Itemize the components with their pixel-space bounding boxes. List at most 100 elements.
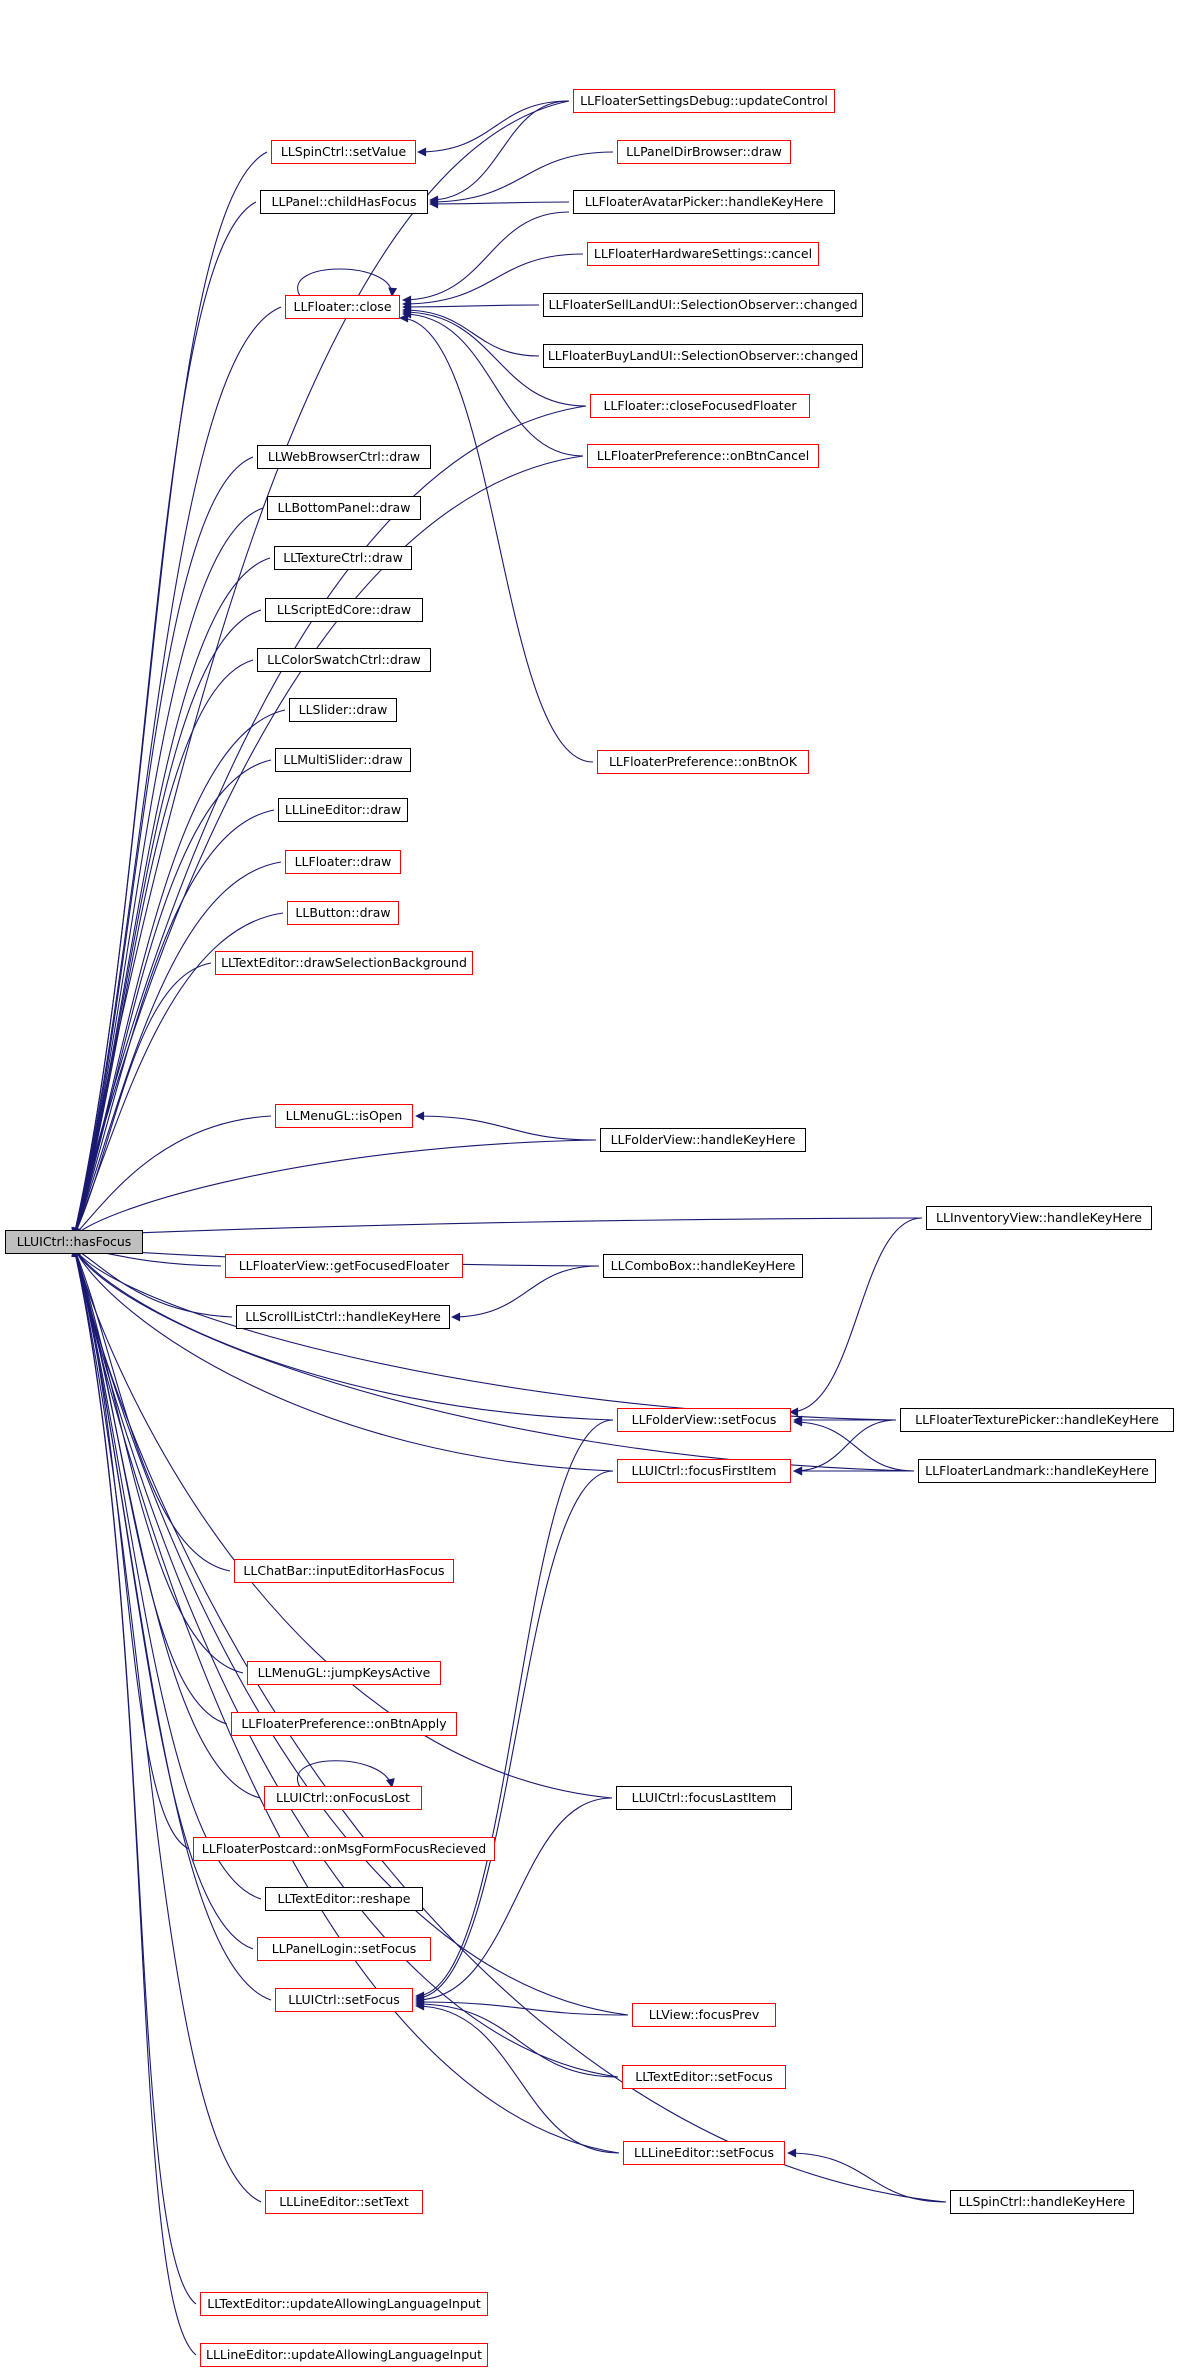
node-spin-ctrl-set-value[interactable]: LLSpinCtrl::setValue xyxy=(271,140,416,164)
edge-secondary-0 xyxy=(417,100,570,157)
node-menu-is-open[interactable]: LLMenuGL::isOpen xyxy=(275,1104,413,1128)
node-view-focus-prev[interactable]: LLView::focusPrev xyxy=(632,2003,776,2027)
node-preference-btn-apply[interactable]: LLFloaterPreference::onBtnApply xyxy=(231,1712,457,1736)
edge-secondary-5 xyxy=(402,253,584,309)
edge-secondary-20 xyxy=(415,1797,613,2005)
edge-secondary-6 xyxy=(402,302,540,312)
node-inventory-view-handle-key[interactable]: LLInventoryView::handleKeyHere xyxy=(926,1206,1152,1230)
edge-to-root-23 xyxy=(73,1247,614,1421)
node-landmark-handle-key[interactable]: LLFloaterLandmark::handleKeyHere xyxy=(918,1459,1156,1483)
node-button-draw[interactable]: LLButton::draw xyxy=(287,901,399,925)
edge-to-root-28 xyxy=(72,1247,244,1674)
node-combo-box-handle-key[interactable]: LLComboBox::handleKeyHere xyxy=(603,1254,803,1278)
node-panel-login-set-focus[interactable]: LLPanelLogin::setFocus xyxy=(257,1937,431,1961)
node-floater-view-get-focused[interactable]: LLFloaterView::getFocusedFloater xyxy=(225,1254,463,1278)
edge-to-root-22 xyxy=(73,1247,233,1318)
edge-secondary-7 xyxy=(402,305,540,357)
edge-to-root-17 xyxy=(73,1115,272,1237)
node-texture-ctrl-draw[interactable]: LLTextureCtrl::draw xyxy=(274,546,412,570)
edge-secondary-23 xyxy=(415,2001,620,2154)
node-panel-child-has-focus[interactable]: LLPanel::childHasFocus xyxy=(260,190,428,214)
edge-secondary-12 xyxy=(451,1265,600,1322)
edge-to-root-27 xyxy=(72,1247,231,1572)
edge-to-root-26 xyxy=(73,1247,915,1472)
edge-secondary-19 xyxy=(415,1470,614,2003)
edge-secondary-2 xyxy=(429,151,614,207)
node-line-editor-draw[interactable]: LLLineEditor::draw xyxy=(278,798,408,822)
node-text-editor-reshape[interactable]: LLTextEditor::reshape xyxy=(265,1887,423,1911)
node-text-editor-draw-selection-bg[interactable]: LLTextEditor::drawSelectionBackground xyxy=(215,951,473,975)
node-texture-picker-handle-key[interactable]: LLFloaterTexturePicker::handleKeyHere xyxy=(900,1408,1174,1432)
node-chat-bar-input-focus[interactable]: LLChatBar::inputEditorHasFocus xyxy=(234,1559,454,1583)
edge-secondary-22 xyxy=(415,1999,619,2078)
edge-to-root-11 xyxy=(72,709,286,1237)
node-text-editor-lang-input[interactable]: LLTextEditor::updateAllowingLanguageInpu… xyxy=(200,2292,488,2316)
node-bottom-panel-draw[interactable]: LLBottomPanel::draw xyxy=(267,496,421,520)
edge-to-root-37 xyxy=(71,1247,619,2078)
node-uictrl-has-focus[interactable]: LLUICtrl::hasFocus xyxy=(5,1230,143,1254)
edge-secondary-21 xyxy=(415,1997,629,2016)
node-multi-slider-draw[interactable]: LLMultiSlider::draw xyxy=(275,748,411,772)
node-script-ed-core-draw[interactable]: LLScriptEdCore::draw xyxy=(265,598,423,622)
edge-to-root-2 xyxy=(71,201,257,1237)
node-text-editor-set-focus[interactable]: LLTextEditor::setFocus xyxy=(622,2065,786,2089)
node-color-swatch-draw[interactable]: LLColorSwatchCtrl::draw xyxy=(257,648,431,672)
node-spin-ctrl-handle-key[interactable]: LLSpinCtrl::handleKeyHere xyxy=(950,2190,1134,2214)
edge-to-root-40 xyxy=(71,1247,262,2203)
edge-to-root-38 xyxy=(71,1247,620,2154)
node-line-editor-set-focus[interactable]: LLLineEditor::setFocus xyxy=(623,2141,785,2165)
edge-loop-on-focus-lost xyxy=(297,1760,395,1788)
edge-to-root-33 xyxy=(71,1247,262,1900)
edge-to-root-16 xyxy=(73,962,212,1237)
node-folder-view-handle-key[interactable]: LLFolderView::handleKeyHere xyxy=(600,1128,806,1152)
node-buy-land-changed[interactable]: LLFloaterBuyLandUI::SelectionObserver::c… xyxy=(543,344,863,368)
edge-to-root-42 xyxy=(71,1247,197,2356)
edge-to-root-7 xyxy=(71,507,264,1237)
node-sell-land-changed[interactable]: LLFloaterSellLandUI::SelectionObserver::… xyxy=(543,293,863,317)
edge-to-root-8 xyxy=(71,557,271,1237)
edge-to-root-10 xyxy=(71,659,254,1237)
node-floater-close[interactable]: LLFloater::close xyxy=(285,295,400,319)
node-line-editor-lang-input[interactable]: LLLineEditor::updateAllowingLanguageInpu… xyxy=(200,2343,488,2367)
edge-secondary-18 xyxy=(415,1419,614,2001)
node-preference-btn-cancel[interactable]: LLFloaterPreference::onBtnCancel xyxy=(587,444,819,468)
edge-to-root-14 xyxy=(72,861,282,1237)
edge-secondary-4 xyxy=(402,211,570,305)
node-postcard-focus-received[interactable]: LLFloaterPostcard::onMsgFormFocusRecieve… xyxy=(193,1837,495,1861)
node-focus-first-item[interactable]: LLUICtrl::focusFirstItem xyxy=(617,1459,791,1483)
edge-to-root-18 xyxy=(73,1139,597,1237)
edge-secondary-14 xyxy=(793,1419,897,1476)
edge-secondary-16 xyxy=(793,1417,915,1472)
edge-to-root-30 xyxy=(71,1247,613,1799)
edge-secondary-3 xyxy=(429,199,570,209)
edge-to-root-5 xyxy=(71,455,584,1237)
edge-to-root-12 xyxy=(72,759,272,1237)
edge-secondary-1 xyxy=(429,100,570,205)
node-scroll-list-handle-key[interactable]: LLScrollListCtrl::handleKeyHere xyxy=(236,1305,450,1329)
edge-to-root-13 xyxy=(72,809,275,1237)
node-settings-debug-update-control[interactable]: LLFloaterSettingsDebug::updateControl xyxy=(573,89,835,113)
edge-secondary-8 xyxy=(402,307,587,407)
node-panel-dir-browser-draw[interactable]: LLPanelDirBrowser::draw xyxy=(617,140,791,164)
node-folder-view-set-focus[interactable]: LLFolderView::setFocus xyxy=(617,1408,791,1432)
edge-secondary-9 xyxy=(402,309,584,457)
node-hardware-settings-cancel[interactable]: LLFloaterHardwareSettings::cancel xyxy=(587,242,819,266)
edge-secondary-24 xyxy=(787,2148,947,2203)
node-on-focus-lost[interactable]: LLUICtrl::onFocusLost xyxy=(264,1786,422,1810)
node-close-focused-floater[interactable]: LLFloater::closeFocusedFloater xyxy=(590,394,810,418)
node-focus-last-item[interactable]: LLUICtrl::focusLastItem xyxy=(616,1786,792,1810)
node-uictrl-set-focus[interactable]: LLUICtrl::setFocus xyxy=(275,1988,413,2012)
edge-loop-floater-close xyxy=(297,268,398,297)
edge-secondary-17 xyxy=(789,1217,923,1417)
node-floater-draw[interactable]: LLFloater::draw xyxy=(285,850,401,874)
node-line-editor-set-text[interactable]: LLLineEditor::setText xyxy=(265,2190,423,2214)
edge-to-root-9 xyxy=(71,609,262,1237)
node-preference-btn-ok[interactable]: LLFloaterPreference::onBtnOK xyxy=(597,750,809,774)
node-web-browser-draw[interactable]: LLWebBrowserCtrl::draw xyxy=(257,445,431,469)
edge-secondary-11 xyxy=(415,1111,597,1141)
node-avatar-picker-handle-key[interactable]: LLFloaterAvatarPicker::handleKeyHere xyxy=(573,190,835,214)
node-menu-jump-keys-active[interactable]: LLMenuGL::jumpKeysActive xyxy=(247,1661,441,1685)
node-slider-draw[interactable]: LLSlider::draw xyxy=(289,698,397,722)
